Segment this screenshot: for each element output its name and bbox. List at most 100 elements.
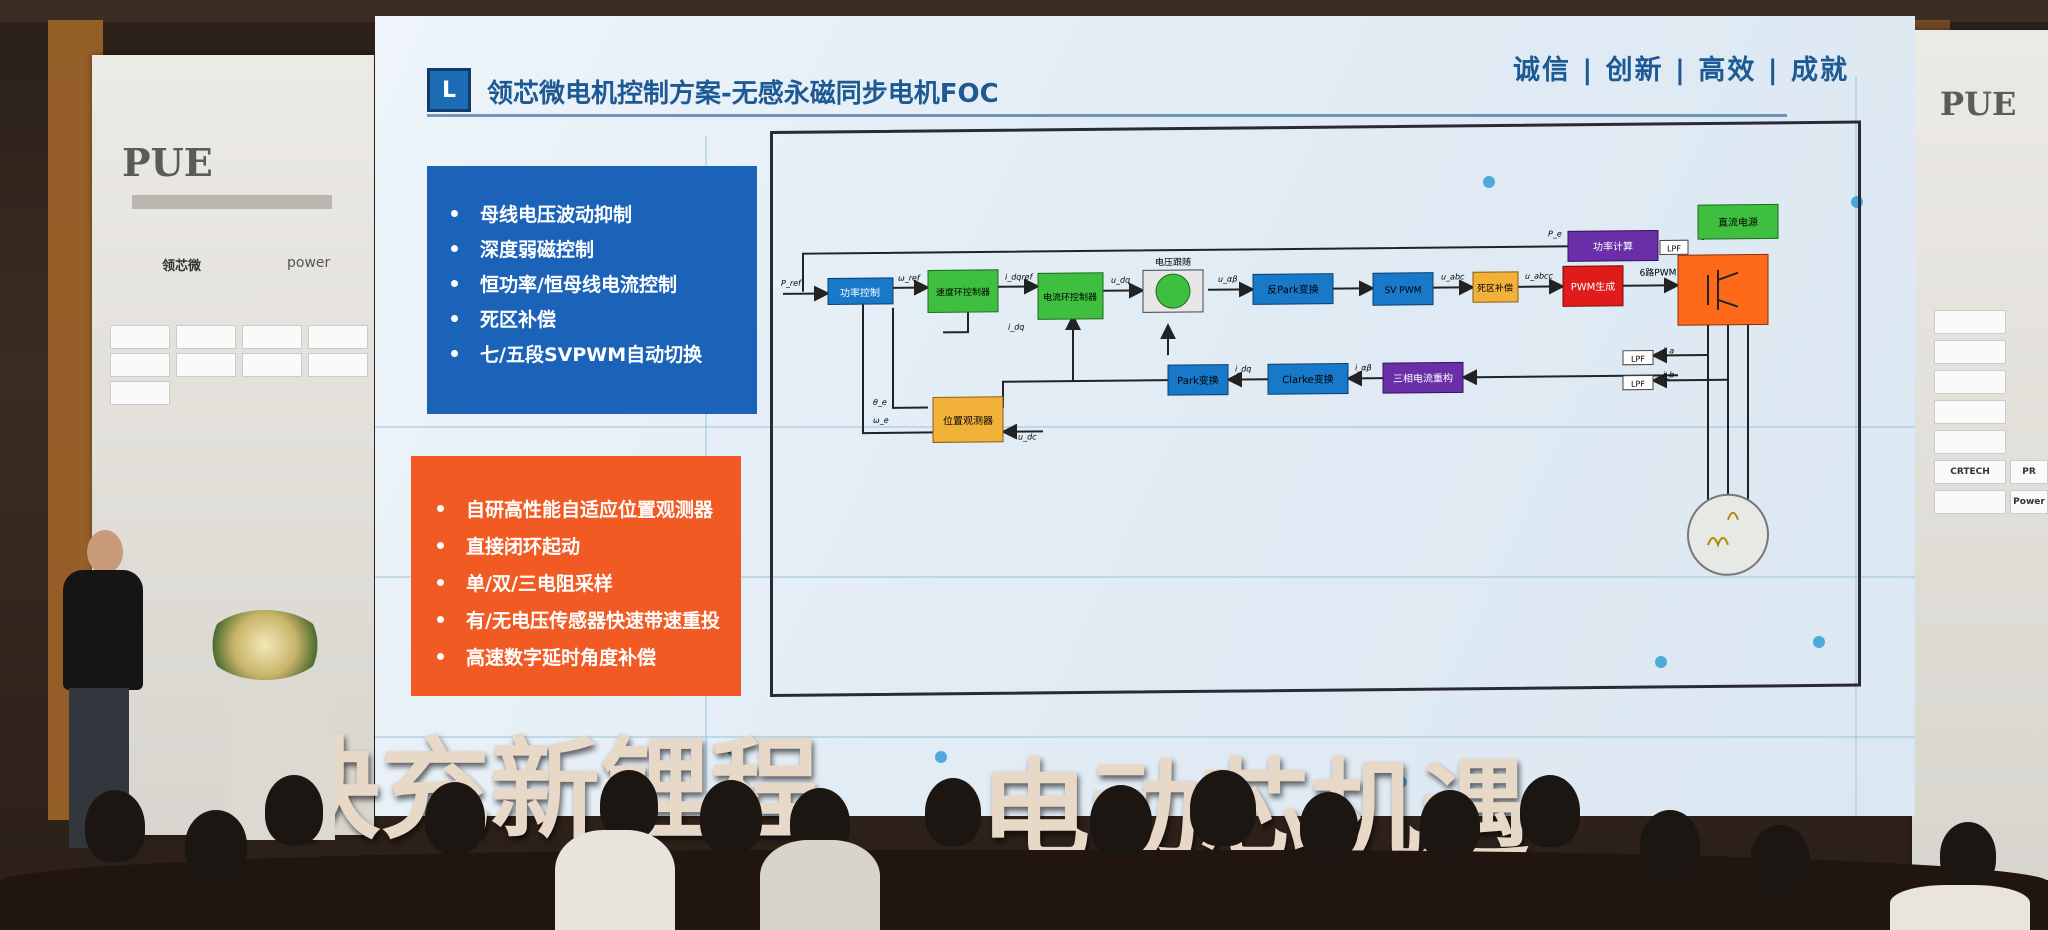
speaker-body [63, 570, 143, 690]
block-label: SV PWM [1385, 286, 1422, 296]
audience-head [265, 775, 323, 845]
audience-head [85, 790, 145, 862]
slide-title: 领芯微电机控制方案-无感永磁同步电机FOC [487, 73, 999, 110]
block-label: 速度环控制器 [936, 286, 990, 299]
signal-label: 6路PWM [1640, 266, 1677, 278]
sponsor-logo [110, 381, 170, 405]
connector-line [1653, 380, 1728, 381]
bullet-icon [437, 653, 444, 660]
audience-head [1940, 822, 1996, 888]
audience-head [1420, 790, 1480, 860]
signal-label: P_ref [781, 279, 802, 288]
feature-item: 深度弱磁控制 [451, 231, 702, 266]
audience-head [1300, 792, 1358, 860]
feature-item: 七/五段SVPWM自动切换 [451, 336, 702, 371]
connector-line [943, 312, 968, 332]
bullet-icon [437, 616, 444, 623]
sponsor-logo [308, 325, 368, 349]
audience-head [925, 778, 981, 846]
feature-box-observer: 自研高性能自适应位置观测器 直接闭环起动 单/双/三电阻采样 有/无电压传感器快… [411, 456, 741, 696]
feature-item: 有/无电压传感器快速带速重投 [437, 601, 720, 638]
feature-box-control: 母线电压波动抑制 深度弱磁控制 恒功率/恒母线电流控制 死区补偿 七/五段SVP… [427, 166, 757, 414]
bullet-icon [451, 350, 458, 357]
signal-label: u_dc [1018, 432, 1037, 441]
feature-item: 单/双/三电阻采样 [437, 564, 720, 601]
signal-label: u_αβ [1218, 275, 1237, 284]
block-label: 死区补偿 [1477, 282, 1513, 294]
audience-head [1090, 785, 1152, 857]
flowers-icon [205, 610, 325, 680]
signal-label: i_dq [1008, 323, 1024, 332]
banner-event-logo: PUE [1940, 85, 2016, 123]
audience-head [1520, 775, 1580, 847]
connector-line [1653, 355, 1708, 356]
bullet-icon [437, 542, 444, 549]
signal-label: i_b [1663, 370, 1674, 379]
signal-label: θ_e [873, 398, 887, 407]
block-label: 电流环控制器 [1043, 291, 1097, 304]
speaker-head [87, 530, 123, 574]
banner-sponsor-logo: 领芯微 [162, 255, 201, 274]
sponsor-logo [110, 325, 170, 349]
block-label: 位置观测器 [943, 414, 993, 427]
connector-line [1003, 380, 1168, 402]
block-label: Clarke变换 [1282, 373, 1334, 386]
sponsor-logo: CRTECH [1934, 460, 2006, 484]
block-label: Park变换 [1177, 374, 1219, 387]
banner-event-logo: PUE [122, 140, 213, 185]
block-label: 功率计算 [1593, 240, 1633, 253]
audience-white-shirt [1890, 885, 2030, 930]
signal-label: i_a [1663, 346, 1674, 355]
bullet-icon [437, 579, 444, 586]
sponsor-logo [1934, 430, 2006, 454]
flower-arrangement [190, 600, 340, 720]
sponsor-logo [1934, 310, 2006, 334]
projection-screen: L 领芯微电机控制方案-无感永磁同步电机FOC 诚信 | 创新 | 高效 | 成… [375, 16, 1915, 816]
motor-icon [1688, 494, 1768, 575]
signal-label: i_dq [1235, 364, 1251, 373]
sponsor-logo [110, 353, 170, 377]
sponsor-logo [176, 325, 236, 349]
right-sponsor-banner: PUE CRTECH PR Power [1912, 30, 2048, 880]
audience [0, 770, 2048, 928]
sponsor-logo [308, 353, 368, 377]
block-label: 电压跟随 [1155, 256, 1191, 268]
sponsor-logo: PR [2010, 460, 2048, 484]
sponsor-logo [1934, 490, 2006, 514]
company-logo-icon: L [427, 68, 471, 112]
audience-white-shirt [555, 830, 675, 930]
signal-label: ω_e [873, 416, 889, 425]
bullet-icon [451, 210, 458, 217]
signal-label: u_abc [1441, 272, 1465, 281]
audience-head [185, 810, 247, 880]
block-label: 直流电源 [1718, 216, 1758, 229]
audience-head [1190, 770, 1256, 846]
signal-label: P_e [1548, 229, 1562, 238]
feature-item: 直接闭环起动 [437, 527, 720, 564]
signal-label: u_abcc [1525, 271, 1553, 280]
sponsor-logo [176, 353, 236, 377]
sponsor-logo [242, 353, 302, 377]
audience-head [1640, 810, 1700, 880]
vector-circle-icon [1156, 274, 1190, 308]
connector-line [863, 302, 933, 433]
title-divider [427, 114, 1787, 117]
feature-list: 母线电压波动抑制 深度弱磁控制 恒功率/恒母线电流控制 死区补偿 七/五段SVP… [451, 196, 702, 371]
signal-label: u_dq [1111, 276, 1130, 285]
bullet-icon [451, 315, 458, 322]
inverter-block [1678, 254, 1768, 325]
sponsor-logo [1934, 340, 2006, 364]
slide-slogan: 诚信 | 创新 | 高效 | 成就 [1513, 48, 1849, 87]
banner-sponsor-logo: power [287, 255, 330, 271]
feature-item: 自研高性能自适应位置观测器 [437, 490, 720, 527]
sponsor-logo [1934, 370, 2006, 394]
bullet-icon [451, 280, 458, 287]
feature-list: 自研高性能自适应位置观测器 直接闭环起动 单/双/三电阻采样 有/无电压传感器快… [437, 490, 720, 675]
connector-line [1623, 285, 1678, 286]
feature-item: 死区补偿 [451, 301, 702, 336]
block-label: LPF [1631, 355, 1645, 364]
audience-white-shirt [760, 840, 880, 930]
banner-subtitle-bar [132, 195, 332, 209]
signal-label: i_αβ [1355, 363, 1372, 372]
audience-head [425, 782, 485, 854]
